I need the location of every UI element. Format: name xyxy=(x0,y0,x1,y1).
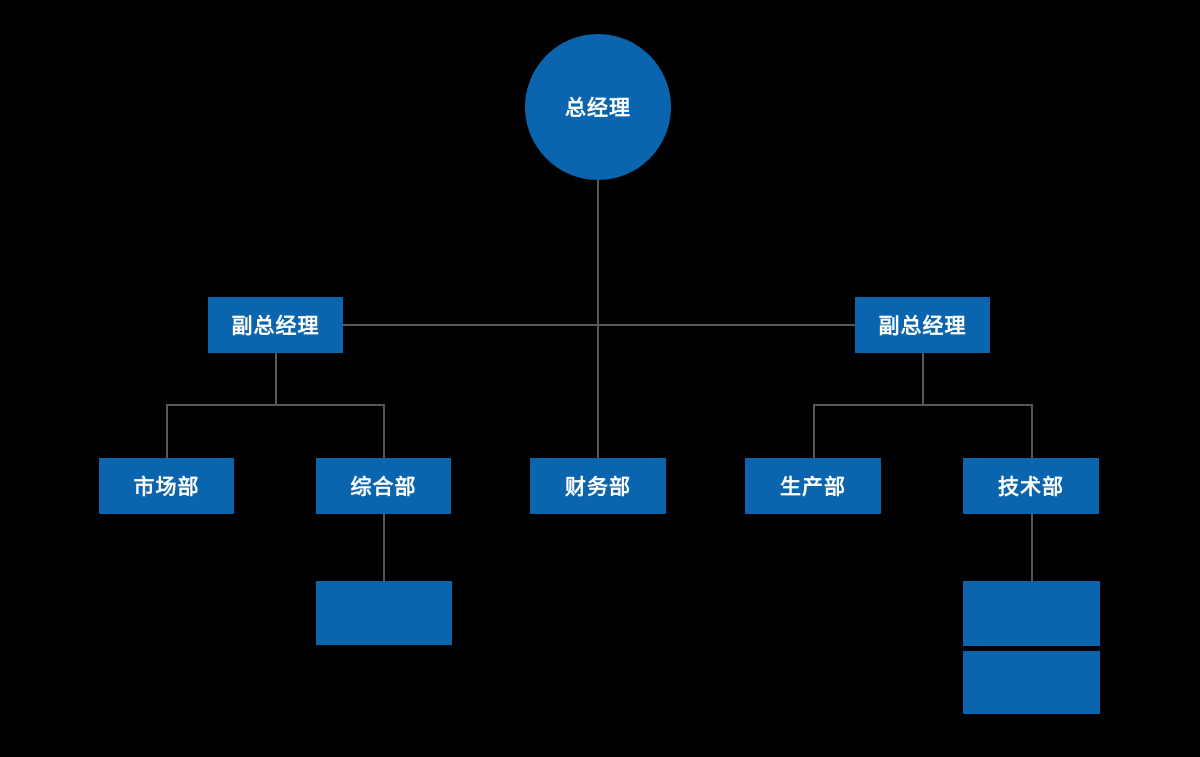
connector-deputy-left-stem xyxy=(275,352,277,405)
node-general-affairs-label: 综合部 xyxy=(350,476,417,499)
connector-to-dept-market xyxy=(166,404,168,458)
connector-deputy-right-spreader xyxy=(813,404,1031,406)
node-technology-sub-1[interactable] xyxy=(963,581,1100,646)
connector-technology-to-sub xyxy=(1031,513,1033,581)
connector-to-dept-technology xyxy=(1031,404,1033,458)
connector-deputy-right-stem xyxy=(922,352,924,405)
connector-deputy-left-spreader xyxy=(166,404,384,406)
node-deputy-right-label: 副总经理 xyxy=(878,315,967,338)
node-deputy-general-manager-right[interactable]: 副总经理 xyxy=(855,297,990,353)
node-department-finance[interactable]: 财务部 xyxy=(530,458,666,514)
node-deputy-left-label: 副总经理 xyxy=(231,315,320,338)
node-general-affairs-sub-1[interactable] xyxy=(316,581,452,645)
connector-general-to-sub xyxy=(383,513,385,581)
node-marketing-label: 市场部 xyxy=(133,476,200,499)
node-department-production[interactable]: 生产部 xyxy=(745,458,881,514)
node-deputy-general-manager-left[interactable]: 副总经理 xyxy=(208,297,343,353)
connector-to-dept-general xyxy=(383,404,385,458)
connector-root-to-finance xyxy=(597,178,599,458)
node-technology-sub-2[interactable] xyxy=(963,651,1100,714)
node-root-label: 总经理 xyxy=(565,97,631,120)
node-finance-label: 财务部 xyxy=(565,476,631,499)
node-technology-label: 技术部 xyxy=(998,476,1064,499)
node-production-label: 生产部 xyxy=(780,476,846,499)
node-department-general-affairs[interactable]: 综合部 xyxy=(316,458,451,514)
connector-to-dept-production xyxy=(813,404,815,458)
node-department-marketing[interactable]: 市场部 xyxy=(99,458,234,514)
connector-level2-horizontal xyxy=(275,324,923,326)
node-root-general-manager[interactable]: 总经理 xyxy=(525,34,671,180)
node-department-technology[interactable]: 技术部 xyxy=(963,458,1099,514)
